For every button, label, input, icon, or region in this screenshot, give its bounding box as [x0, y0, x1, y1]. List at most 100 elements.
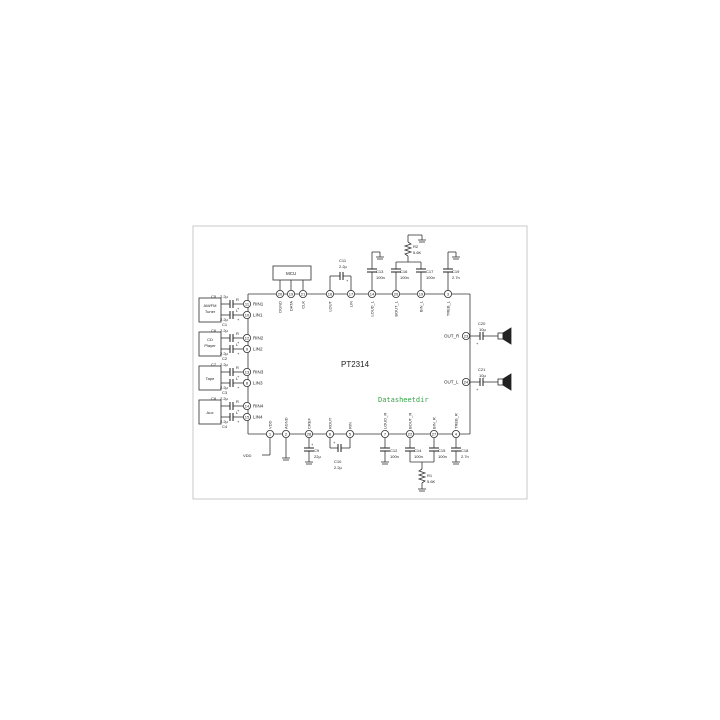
source-cd-l-pin-label: LIN2: [253, 347, 263, 352]
source-tape-l-cap-name: C3: [222, 390, 228, 395]
source-aux-r-polarity: +: [237, 408, 240, 413]
source-tape-r-pin-label: RIN3: [253, 370, 264, 375]
source-aux-l-cap-value: 2.2μ: [220, 419, 229, 424]
source-amfm-r-cap-value: 2.2μ: [220, 294, 229, 299]
bottom-rout-pin: [325, 429, 334, 438]
bottom-loud-r-label: LOUD_R: [383, 413, 388, 429]
bottom-agnd-label: AGND: [284, 417, 289, 429]
top-lout-pin-number: 16: [328, 292, 333, 297]
source-amfm-box: [198, 297, 222, 323]
source-cd-l-pin-number: 9: [246, 347, 249, 352]
top-dgnd-label: DGND: [278, 301, 283, 313]
c11-value: 2.2μ: [339, 264, 348, 269]
c15-name: C15: [438, 448, 446, 453]
bottom-rin-label: RIN: [348, 422, 353, 429]
c10-polarity: +: [333, 440, 336, 445]
output-out-r-polarity: +: [476, 341, 479, 346]
source-tape-l-cap-value: 2.2μ: [220, 385, 229, 390]
bottom-vdd-pin: [265, 429, 274, 438]
bottom-bin-r-pin: [429, 429, 438, 438]
source-aux-box: [198, 399, 222, 425]
c9-value: 22μ: [314, 454, 321, 459]
source-amfm-r-pin-number: 11: [245, 302, 250, 307]
diagram-frame: [192, 225, 528, 500]
source-cd-l-pin: [242, 344, 251, 353]
top-bin-l-pin-number: 19: [419, 292, 424, 297]
source-cd-box: [198, 331, 222, 357]
bottom-vdd-label: VDD: [268, 420, 273, 429]
bottom-cref-label: CREF: [307, 418, 312, 429]
source-aux-r-pin-number: 14: [245, 404, 250, 409]
source-tape-label: Tape: [206, 376, 215, 381]
output-out-r-pin-number: 23: [464, 334, 469, 339]
output-out-l-polarity: +: [476, 387, 479, 392]
source-aux-l-channel: L: [236, 410, 239, 415]
source-amfm-l-polarity: +: [237, 317, 240, 322]
output-out-l-pin: [461, 377, 470, 386]
bottom-components: VDD C9 22μ + C10 2.2μ + C12 100n: [243, 438, 469, 492]
source-tape-l-pin: [242, 378, 251, 387]
source-aux-l-pin: [242, 412, 251, 421]
bottom-bout-r-label: BOUT_R: [408, 413, 413, 429]
output-out-l-speaker-cone-icon: [502, 373, 512, 391]
r2-value: 5.6K: [413, 250, 422, 255]
top-pin-row: 20DGND19DATA21CLK16LOUT17LIN14LOUD_L20BO…: [275, 289, 452, 317]
r2-name: R2: [413, 244, 419, 249]
bottom-agnd-pin-number: 2: [285, 432, 288, 437]
source-cd-l-cap-name: C2: [222, 356, 228, 361]
top-data-pin: [286, 289, 295, 298]
bottom-bout-r-pin-number: 22: [408, 432, 413, 437]
top-data-pin-number: 19: [289, 292, 294, 297]
bottom-bin-r-pin-number: 27: [432, 432, 437, 437]
c13-value: 100n: [376, 275, 385, 280]
c10-name: C10: [334, 459, 342, 464]
source-aux-r-cap-name: C8: [211, 396, 217, 401]
output-out-l-cap-value: 10μ: [479, 373, 486, 378]
source-amfm-r-polarity: +: [237, 306, 240, 311]
top-lout-label: LOUT: [328, 300, 333, 311]
output-out-l-label: OUT_L: [444, 380, 459, 385]
source-aux-l-pin-number: 15: [245, 415, 250, 420]
bottom-bout-r-pin: [405, 429, 414, 438]
output-out-r-cap-value: 10μ: [479, 327, 486, 332]
c10-value: 2.2μ: [334, 465, 343, 470]
bottom-cref-pin: [304, 429, 313, 438]
bottom-pin-row: 1VDD2AGND28CREF6ROUT5RIN7LOUD_R22BOUT_R2…: [265, 413, 460, 438]
source-tape-l-pin-number: 8: [246, 381, 249, 386]
source-amfm-r-pin: [242, 299, 251, 308]
c9-polarity: +: [311, 442, 314, 447]
source-amfm-label: AM/FM: [204, 303, 217, 308]
output-out-r-pin: [461, 331, 470, 340]
source-tape-r-polarity: +: [237, 374, 240, 379]
c16-value: 100n: [400, 275, 409, 280]
c17-name: C17: [426, 269, 434, 274]
source-cd-l-cap-value: 2.2μ: [220, 351, 229, 356]
source-tape-l-channel: L: [236, 376, 239, 381]
bottom-rin-pin: [345, 429, 354, 438]
source-aux-l-cap-name: C4: [222, 424, 228, 429]
source-amfm-r-channel: R: [236, 297, 239, 302]
source-aux-l-polarity: +: [237, 419, 240, 424]
chip-label: PT2314: [341, 360, 370, 369]
source-cd-r-channel: R: [236, 331, 239, 336]
c9-name: C9: [314, 448, 320, 453]
c16-name: C16: [400, 269, 408, 274]
bottom-loud-r-pin-number: 7: [384, 432, 387, 437]
bottom-rout-pin-number: 6: [329, 432, 332, 437]
source-tape-l-pin-label: LIN3: [253, 381, 263, 386]
bottom-treb-r-pin-number: 4: [455, 432, 458, 437]
bottom-cref-pin-number: 28: [307, 432, 312, 437]
c15-value: 100n: [438, 454, 447, 459]
top-clk-pin: [298, 289, 307, 298]
c19-name: C19: [452, 269, 460, 274]
top-dgnd-pin-number: 20: [278, 292, 283, 297]
source-cd-r-pin: [242, 333, 251, 342]
top-bout-l-pin-number: 20: [394, 292, 399, 297]
source-cd-r-polarity: +: [237, 340, 240, 345]
top-treb-l-label: TREB_L: [446, 300, 451, 316]
source-aux-r-channel: R: [236, 399, 239, 404]
source-cd-r-pin-label: RIN2: [253, 336, 264, 341]
output-out-l-pin-number: 24: [464, 380, 469, 385]
bottom-vdd-pin-number: 1: [269, 432, 272, 437]
